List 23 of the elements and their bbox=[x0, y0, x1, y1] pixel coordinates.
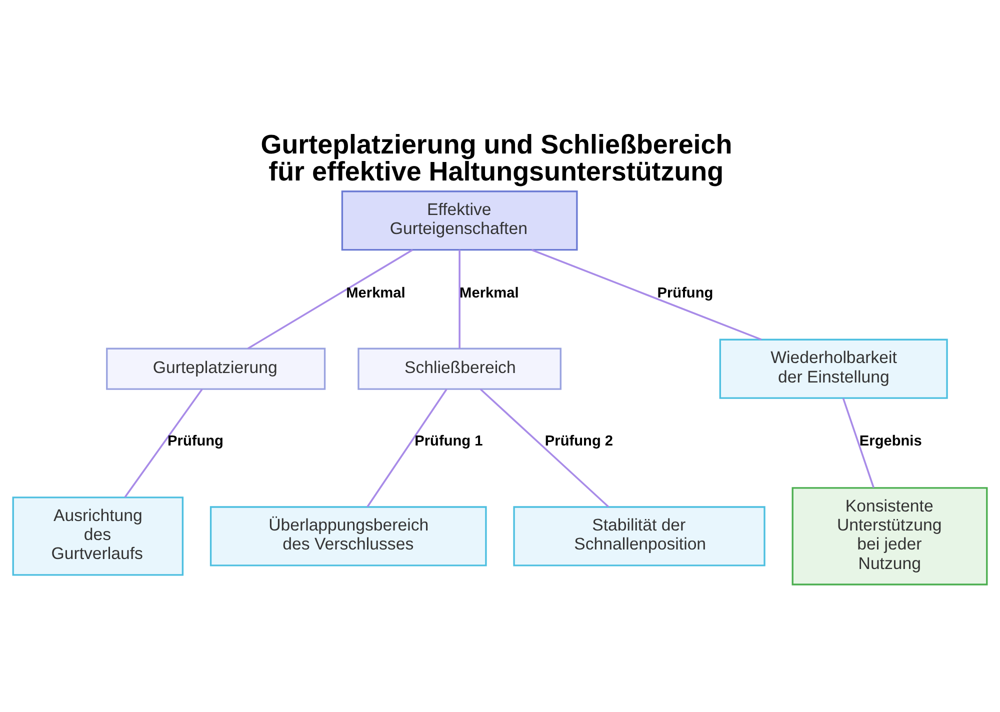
connector bbox=[480, 388, 610, 508]
node-box: Effektive Gurteigenschaften bbox=[341, 190, 578, 250]
node-box: Gurteplatzierung bbox=[106, 347, 326, 390]
connector bbox=[458, 249, 460, 348]
connector bbox=[247, 248, 414, 349]
connector bbox=[531, 248, 762, 340]
edge-label: Merkmal bbox=[460, 284, 519, 301]
node-box: Überlappungsbereich des Verschlusses bbox=[210, 506, 487, 566]
connector bbox=[366, 388, 448, 507]
node-box: Schließbereich bbox=[358, 347, 562, 390]
node-box: Stabilität der Schnallenposition bbox=[513, 506, 766, 566]
node-box: Konsistente Unterstützung bei jeder Nutzung bbox=[792, 486, 988, 585]
node-box: Ausrichtung des Gurtverlaufs bbox=[12, 496, 184, 576]
edge-label: Merkmal bbox=[346, 284, 406, 301]
edge-label: Prüfung bbox=[168, 433, 224, 450]
edge-label: Prüfung 2 bbox=[544, 433, 614, 450]
node-box: Wiederholbarkeit der Einstellung bbox=[719, 338, 948, 398]
edge-label: Prüfung 1 bbox=[414, 433, 483, 450]
edge-label: Ergebnis bbox=[859, 433, 922, 450]
edge-label: Prüfung bbox=[657, 284, 714, 301]
diagram-title: Gurteplatzierung und Schließbereich für effektive Haltungsunterstützung bbox=[260, 128, 732, 186]
connector bbox=[124, 388, 203, 498]
connector bbox=[842, 398, 874, 488]
